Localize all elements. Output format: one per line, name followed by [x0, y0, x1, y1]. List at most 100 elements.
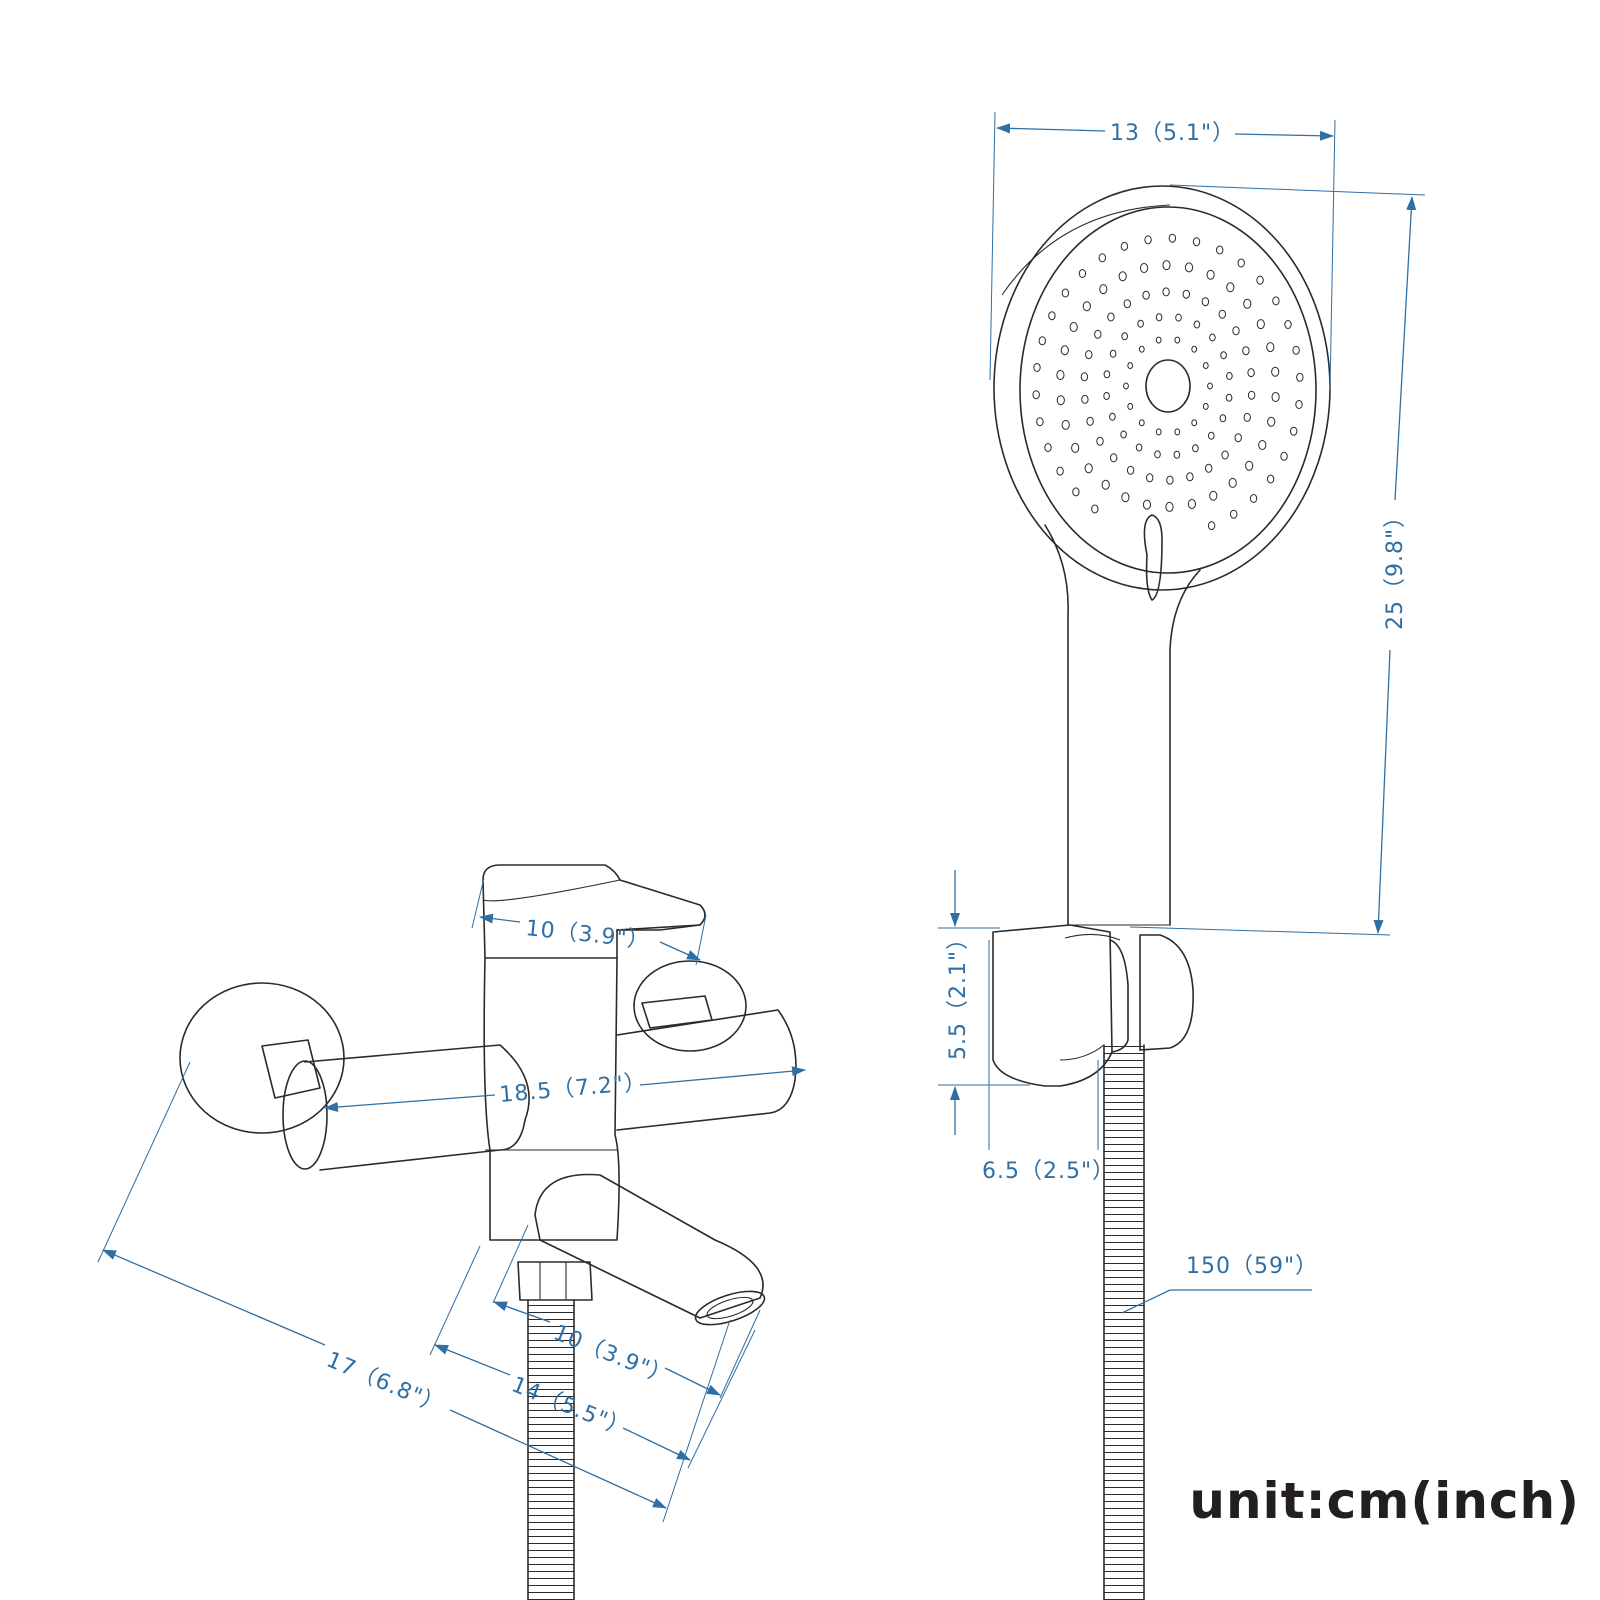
- hose-nut: [517, 1261, 593, 1301]
- hand-shower: [992, 185, 1331, 1600]
- spray-hole: [1182, 289, 1191, 299]
- spray-hole: [1256, 319, 1265, 330]
- spray-hole: [1084, 463, 1093, 474]
- spray-hole: [1120, 430, 1127, 439]
- spray-hole: [1258, 440, 1267, 450]
- spray-hole: [1110, 453, 1118, 463]
- spray-hole: [1155, 313, 1163, 322]
- spray-hole: [1206, 269, 1215, 280]
- spray-hole: [1101, 479, 1110, 490]
- dim-lever-length: 10（3.9"）: [524, 916, 651, 954]
- spray-hole: [1166, 475, 1174, 485]
- spray-hole: [1220, 351, 1227, 360]
- shower-head: [993, 185, 1331, 601]
- spray-hole: [1144, 235, 1152, 245]
- spray-hole: [1061, 419, 1070, 430]
- spray-hole: [1245, 460, 1254, 471]
- spray-hole: [1202, 402, 1209, 410]
- spray-hole: [1081, 394, 1089, 404]
- left-wall-flange: [179, 982, 345, 1134]
- spray-hole: [1191, 419, 1198, 427]
- wall-holder: [992, 924, 1194, 1087]
- spray-hole: [1221, 450, 1229, 460]
- spray-hole: [1044, 443, 1052, 452]
- spray-hole: [1060, 345, 1069, 356]
- dimension-labels: 13（5.1"） 25（9.8"） 5.5（2.1"） 6.5（2.5"） 15…: [323, 121, 1408, 1442]
- spray-hole: [1107, 312, 1115, 322]
- spray-hole: [1290, 426, 1298, 436]
- mixer-lever: [482, 864, 706, 959]
- spray-hole: [1099, 284, 1108, 295]
- spray-hole: [1284, 320, 1292, 329]
- dim-total-depth: 17（6.8"）: [323, 1348, 448, 1420]
- spray-hole: [1085, 350, 1093, 360]
- spout-aerator: [694, 1290, 766, 1326]
- spray-hole: [1175, 313, 1182, 322]
- spray-hole: [1038, 336, 1047, 346]
- spray-hole: [1232, 326, 1240, 336]
- spray-hole: [1078, 269, 1087, 278]
- spray-hole: [1061, 288, 1070, 298]
- spray-hole: [1146, 473, 1154, 483]
- mixer-hose: [527, 1299, 575, 1600]
- dim-head-length: 25（9.8"）: [1383, 505, 1408, 630]
- spray-hole: [1209, 333, 1216, 342]
- spray-hole: [1242, 346, 1250, 356]
- spray-hole: [1192, 237, 1201, 247]
- spray-hole: [1118, 271, 1127, 282]
- unit-label: unit:cm(inch): [1189, 1472, 1580, 1530]
- spray-hole: [1186, 472, 1194, 482]
- spray-hole: [1162, 260, 1171, 271]
- spray-hole: [1138, 419, 1145, 427]
- spray-hole: [1126, 465, 1135, 475]
- spray-holes: [1032, 233, 1304, 531]
- spray-hole: [1056, 466, 1064, 476]
- spray-hole: [1123, 299, 1132, 309]
- spray-hole: [1207, 521, 1216, 531]
- spray-hole: [1201, 297, 1210, 307]
- spray-hole: [1271, 392, 1280, 402]
- spray-hole: [1071, 442, 1080, 453]
- spray-hole: [1184, 262, 1194, 273]
- spray-hole: [1243, 412, 1251, 422]
- spray-hole: [1032, 390, 1040, 400]
- spray-hole: [1280, 451, 1288, 461]
- spray-hole: [1120, 241, 1129, 251]
- spray-hole: [1096, 436, 1104, 446]
- spray-hole: [1082, 301, 1091, 312]
- spray-hole: [1109, 412, 1116, 421]
- spray-hole: [1174, 428, 1181, 436]
- spray-hole: [1256, 275, 1264, 285]
- spray-hole: [1142, 290, 1150, 300]
- center-nozzle: [1145, 359, 1191, 413]
- spray-hole: [1094, 329, 1102, 339]
- spray-hole: [1162, 287, 1170, 297]
- spray-hole: [1237, 258, 1245, 268]
- spray-hole: [1173, 450, 1181, 459]
- shower-hose: [1103, 1044, 1145, 1600]
- dim-body-width: 18.5（7.2"）: [498, 1070, 648, 1108]
- spray-hole: [1033, 363, 1041, 372]
- spray-hole: [1271, 366, 1280, 377]
- spray-hole: [1127, 402, 1134, 410]
- left-arm: [304, 1044, 530, 1171]
- spray-hole: [1138, 345, 1145, 353]
- dim-holder-height: 5.5（2.1"）: [946, 927, 971, 1060]
- spray-hole: [1228, 477, 1237, 488]
- bath-spout: [534, 1173, 766, 1326]
- spray-hole: [1292, 345, 1300, 355]
- spray-hole: [1123, 382, 1129, 390]
- left-arm-end: [282, 1060, 328, 1170]
- right-arm: [616, 1009, 797, 1131]
- spray-hole: [1219, 414, 1227, 423]
- spray-hole: [1205, 463, 1213, 473]
- spray-hole: [1295, 400, 1303, 409]
- spray-hole: [1243, 298, 1252, 309]
- spray-hole: [1103, 392, 1110, 400]
- spray-hole: [1174, 336, 1181, 344]
- spray-hole: [1234, 433, 1242, 443]
- spray-hole: [1135, 443, 1143, 452]
- spray-hole: [1072, 487, 1080, 497]
- spray-hole: [1225, 393, 1233, 402]
